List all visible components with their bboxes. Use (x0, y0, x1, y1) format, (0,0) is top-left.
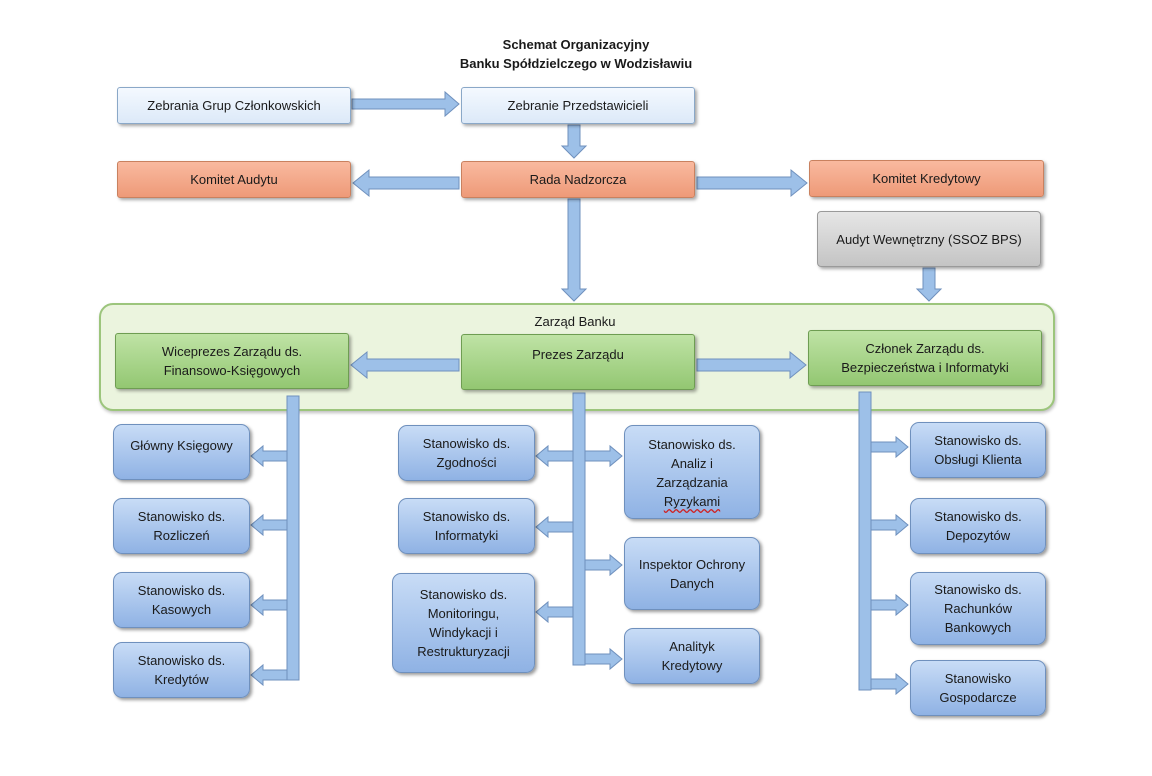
stanowisko-monitoringu-box: Stanowisko ds. Monitoringu, Windykacji i… (392, 573, 535, 673)
arrow-right-branch-4 (870, 672, 909, 696)
wiceprezes-box: Wiceprezes Zarządu ds. Finansowo-Księgow… (115, 333, 349, 389)
stanowisko-kasowych-box: Stanowisko ds. Kasowych (113, 572, 250, 628)
stanowisko-obslugi-klienta-box: Stanowisko ds. Obsługi Klienta (910, 422, 1046, 478)
rada-nadzorcza-box: Rada Nadzorcza (461, 161, 695, 198)
center-trunk-bar (572, 392, 586, 666)
stanowisko-analiz-ryzykami: Ryzykami (663, 494, 721, 509)
arrow-left-branch-2 (250, 513, 288, 537)
czlonek-zarzadu-box: Członek Zarządu ds. Bezpieczeństwa i Inf… (808, 330, 1042, 386)
arrow-right-branch-1 (870, 435, 909, 459)
arrow-left-branch-1 (250, 444, 288, 468)
left-trunk-bar (286, 395, 300, 681)
arrow-left-branch-4 (250, 663, 288, 687)
stanowisko-rachunkow-box: Stanowisko ds. Rachunków Bankowych (910, 572, 1046, 645)
komitet-kredytowy-box: Komitet Kredytowy (809, 160, 1044, 197)
glowny-ksiegowy-box: Główny Księgowy (113, 424, 250, 480)
arrow-audyt-to-zarzad (915, 267, 943, 302)
arrow-zebrania-to-przedstawicieli (351, 90, 460, 118)
arrow-left-branch-3 (250, 593, 288, 617)
arrow-center-right-branch-2 (584, 553, 623, 577)
stanowisko-rozliczen-box: Stanowisko ds. Rozliczeń (113, 498, 250, 554)
stanowisko-zgodnosci-box: Stanowisko ds. Zgodności (398, 425, 535, 481)
stanowisko-depozytow-box: Stanowisko ds. Depozytów (910, 498, 1046, 554)
inspektor-ochrony-danych-box: Inspektor Ochrony Danych (624, 537, 760, 610)
zebrania-grup-box: Zebrania Grup Członkowskich (117, 87, 351, 124)
arrow-right-branch-3 (870, 593, 909, 617)
arrow-rada-to-komitet-kredytowy (696, 168, 808, 198)
arrow-rada-to-zarzad (560, 198, 588, 302)
audyt-wewnetrzny-box: Audyt Wewnętrzny (SSOZ BPS) (817, 211, 1041, 267)
arrow-center-left-branch-3 (535, 600, 574, 624)
stanowisko-gospodarcze-box: Stanowisko Gospodarcze (910, 660, 1046, 716)
stanowisko-analiz-text: Stanowisko ds. Analiz i Zarządzania (648, 437, 736, 490)
arrow-rada-to-komitet-audytu (352, 168, 460, 198)
stanowisko-analiz-box: Stanowisko ds. Analiz i Zarządzania Ryzy… (624, 425, 760, 519)
arrow-center-left-branch-2 (535, 515, 574, 539)
zarzad-banku-label: Zarząd Banku (534, 314, 616, 329)
arrow-prezes-to-czlonek (696, 350, 807, 380)
arrow-przedstawicieli-to-rada (560, 124, 588, 159)
zebranie-przedstawicieli-box: Zebranie Przedstawicieli (461, 87, 695, 124)
komitet-audytu-box: Komitet Audytu (117, 161, 351, 198)
stanowisko-kredytow-box: Stanowisko ds. Kredytów (113, 642, 250, 698)
chart-title-line-1: Schemat Organizacyjny (502, 37, 650, 52)
arrow-prezes-to-wiceprezes (350, 350, 460, 380)
right-trunk-bar (858, 391, 872, 691)
analityk-kredytowy-box: Analityk Kredytowy (624, 628, 760, 684)
prezes-box: Prezes Zarządu (461, 334, 695, 390)
stanowisko-informatyki-box: Stanowisko ds. Informatyki (398, 498, 535, 554)
arrow-center-right-branch-1 (584, 444, 623, 468)
arrow-center-right-branch-3 (584, 647, 623, 671)
arrow-center-left-branch-1 (535, 444, 574, 468)
chart-title-line-2: Banku Spółdzielczego w Wodzisławiu (459, 56, 693, 71)
arrow-right-branch-2 (870, 513, 909, 537)
